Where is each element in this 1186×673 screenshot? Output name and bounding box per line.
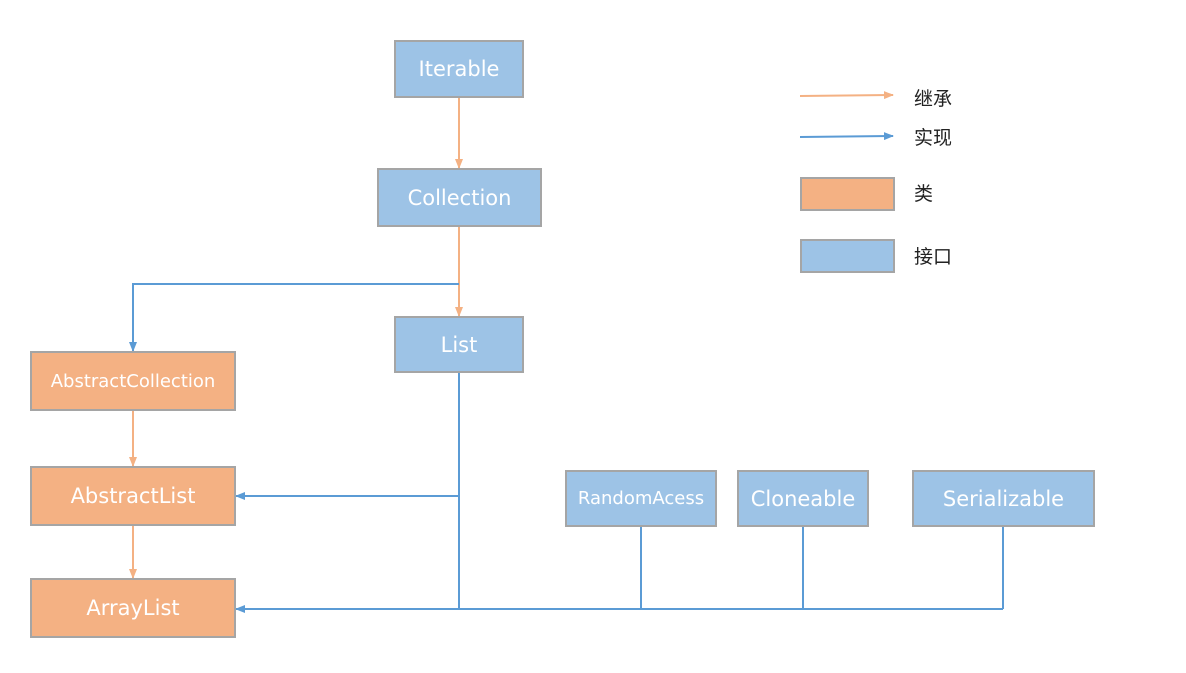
- node-collection: Collection: [377, 168, 542, 227]
- node-array-list: ArrayList: [30, 578, 236, 638]
- node-random-access-label: RandomAcess: [577, 488, 705, 509]
- edge-collection-abstractcollection: [129, 283, 459, 352]
- legend-class-label: 类: [914, 183, 934, 205]
- node-list: List: [394, 316, 524, 373]
- legend-interface-label: 接口: [914, 246, 953, 268]
- node-array-list-label: ArrayList: [86, 596, 180, 620]
- node-random-access: RandomAcess: [565, 470, 717, 527]
- node-iterable: Iterable: [394, 40, 524, 98]
- node-abstract-collection-label: AbstractCollection: [50, 370, 216, 392]
- node-abstract-collection: AbstractCollection: [30, 351, 236, 411]
- node-list-label: List: [440, 332, 478, 357]
- node-abstract-list: AbstractList: [30, 466, 236, 526]
- legend-implement-label: 实现: [914, 127, 953, 149]
- legend-interface-swatch: [800, 239, 895, 273]
- node-serializable: Serializable: [912, 470, 1095, 527]
- node-cloneable-label: Cloneable: [750, 486, 856, 511]
- legend-class-swatch: [800, 177, 895, 211]
- node-serializable-label: Serializable: [942, 486, 1065, 511]
- node-iterable-label: Iterable: [418, 57, 500, 81]
- legend-inherit-arrow: [799, 91, 894, 100]
- node-collection-label: Collection: [407, 185, 512, 210]
- node-cloneable: Cloneable: [737, 470, 869, 527]
- node-abstract-list-label: AbstractList: [70, 484, 196, 508]
- legend-inherit-label: 继承: [914, 88, 953, 110]
- legend-implement-arrow: [799, 132, 894, 141]
